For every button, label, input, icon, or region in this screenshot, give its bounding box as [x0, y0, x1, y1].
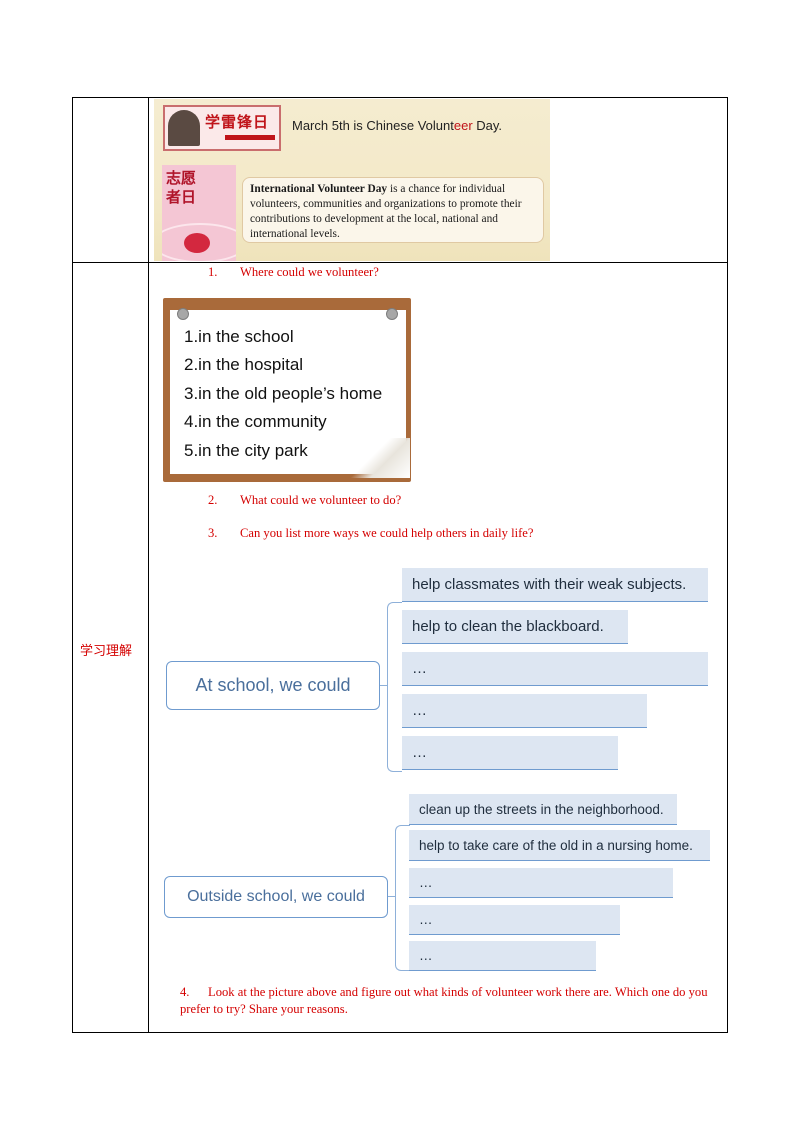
poster1-title: 学雷锋日	[205, 113, 270, 131]
hub-connector	[380, 685, 388, 687]
lei-feng-day-poster: 学雷锋日	[163, 105, 281, 151]
pin-icon	[177, 308, 189, 320]
question-3: 3.Can you list more ways we could help o…	[208, 526, 534, 540]
school-item: help classmates with their weak subjects…	[402, 568, 708, 602]
outside-item: clean up the streets in the neighborhood…	[409, 794, 677, 825]
outside-item: help to take care of the old in a nursin…	[409, 830, 710, 861]
list-item: 3.in the old people’s home	[184, 383, 383, 403]
outside-item: …	[409, 868, 673, 898]
volunteer-day-poster: 志愿者日	[162, 165, 236, 261]
hub-connector	[388, 896, 396, 898]
table-column-divider	[148, 97, 149, 1033]
list-item: 4.in the community	[184, 412, 327, 432]
poster2-title: 志愿者日	[166, 169, 197, 206]
intl-volunteer-day-box: International Volunteer Day is a chance …	[242, 177, 544, 243]
table-row-divider	[72, 262, 728, 263]
school-bracket	[387, 602, 402, 772]
outside-hub: Outside school, we could	[164, 876, 388, 918]
school-item: …	[402, 652, 708, 686]
volunteer-day-banner: 学雷锋日 March 5th is Chinese Volunteer Day.…	[154, 99, 550, 261]
outside-bracket	[395, 825, 410, 971]
portrait-figure	[168, 110, 200, 146]
pin-icon	[386, 308, 398, 320]
school-item: help to clean the blackboard.	[402, 610, 628, 644]
question-1: 1.Where could we volunteer?	[208, 265, 379, 279]
question-4: 4.Look at the picture above and figure o…	[180, 985, 708, 1016]
list-item: 5.in the city park	[184, 440, 308, 460]
poster1-stripe	[225, 135, 275, 140]
question-2: 2.What could we volunteer to do?	[208, 493, 402, 507]
content-table	[72, 97, 728, 1033]
outside-item: …	[409, 905, 620, 935]
notice-paper	[170, 310, 410, 478]
paper-curl	[350, 438, 410, 478]
poster2-ring	[162, 223, 236, 261]
list-item: 2.in the hospital	[184, 355, 304, 375]
places-list: 1.in the school 2.in the hospital 3.in t…	[184, 323, 382, 465]
outside-item: …	[409, 941, 596, 971]
side-label: 学习理解	[80, 644, 133, 659]
march-fifth-line: March 5th is Chinese Volunteer Day.	[292, 118, 503, 133]
school-item: …	[402, 736, 618, 770]
school-hub: At school, we could	[166, 661, 380, 710]
list-item: 1.in the school	[184, 327, 294, 346]
flower-icon	[184, 233, 210, 253]
school-item: …	[402, 694, 647, 728]
